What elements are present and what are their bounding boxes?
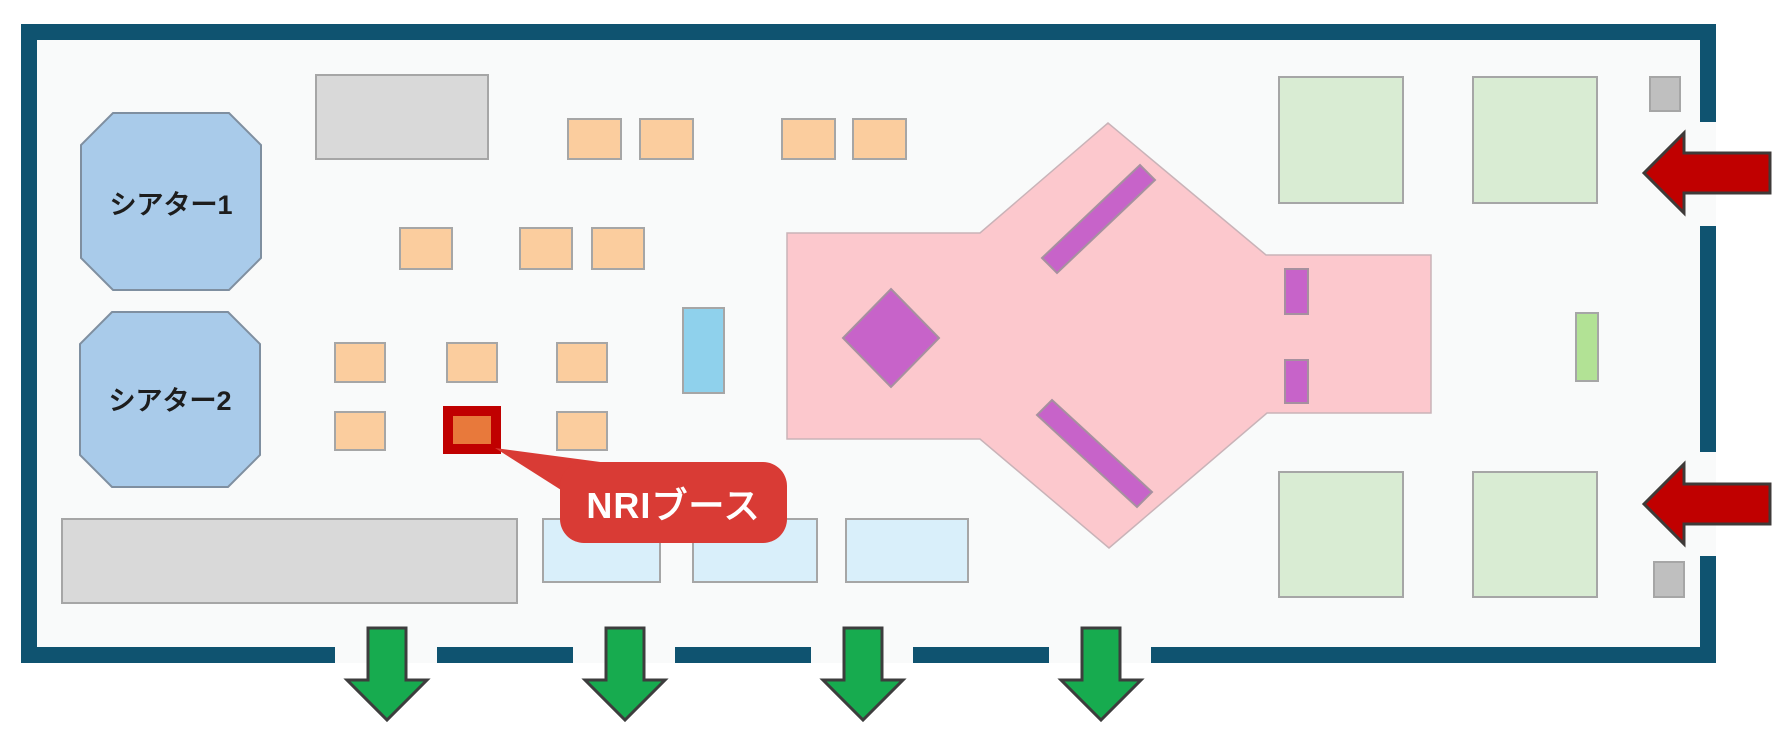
wall-bottom-segment	[21, 647, 335, 663]
orange-booth	[852, 118, 907, 160]
theater-2-label: シアター2	[108, 386, 231, 416]
exit-down-arrow-icon	[343, 626, 431, 723]
green-booth	[1278, 471, 1404, 598]
wall-right-upper	[1700, 24, 1716, 122]
exit-down-arrow-icon	[1057, 626, 1145, 723]
wall-bottom-segment	[1151, 647, 1716, 663]
theater-1-area	[80, 112, 262, 291]
orange-booth	[639, 118, 694, 160]
exit-arrows	[343, 626, 1145, 723]
nri-callout: NRIブース	[560, 462, 787, 543]
wall-left	[21, 24, 37, 663]
hall-walls	[21, 24, 1716, 663]
wall-right-lower	[1700, 556, 1716, 663]
orange-booth	[781, 118, 836, 160]
orange-booth	[334, 411, 386, 451]
gray-block-bottom	[61, 518, 518, 604]
theater-1-label: シアター1	[109, 190, 232, 220]
green-booth	[1472, 76, 1598, 204]
theater-2-area	[79, 311, 261, 488]
small-gray-block	[1649, 76, 1681, 112]
green-booth	[1472, 471, 1598, 598]
orange-booth	[556, 342, 608, 383]
magenta-diagonal-bar-upper	[1040, 163, 1157, 275]
green-booths	[1278, 76, 1598, 598]
magenta-diamond	[841, 287, 941, 389]
orange-booth	[591, 227, 645, 270]
exit-down-arrow-icon	[581, 626, 669, 723]
wall-bottom-segment	[437, 647, 573, 663]
orange-booth	[446, 342, 498, 383]
magenta-fixtures	[841, 163, 1309, 509]
orange-booth	[567, 118, 622, 160]
wall-bottom-segment	[913, 647, 1049, 663]
orange-booth	[399, 227, 453, 270]
magenta-vertical-bar	[1284, 359, 1309, 404]
light-blue-booth	[845, 518, 969, 583]
magenta-diagonal-bar-lower	[1035, 398, 1154, 509]
magenta-vertical-bar	[1284, 268, 1309, 315]
exit-down-arrow-icon	[819, 626, 907, 723]
green-booth	[1278, 76, 1404, 204]
nri-callout-label: NRIブース	[586, 484, 761, 526]
pink-center-zone	[786, 122, 1432, 549]
entrance-left-arrow-icon	[1641, 460, 1772, 548]
entrance-left-arrow-icon	[1641, 129, 1772, 217]
wall-bottom-segment	[675, 647, 811, 663]
wall-right-middle	[1700, 226, 1716, 452]
small-gray-block	[1653, 561, 1685, 598]
nri-booth	[453, 416, 491, 444]
sky-blue-block	[682, 307, 725, 394]
entrance-arrows	[1641, 129, 1772, 548]
green-small-block	[1575, 312, 1599, 382]
orange-booths	[334, 118, 907, 451]
orange-booth	[519, 227, 573, 270]
wall-top	[21, 24, 1716, 40]
orange-booth	[556, 411, 608, 451]
gray-block-top	[315, 74, 489, 160]
orange-booth	[334, 342, 386, 383]
